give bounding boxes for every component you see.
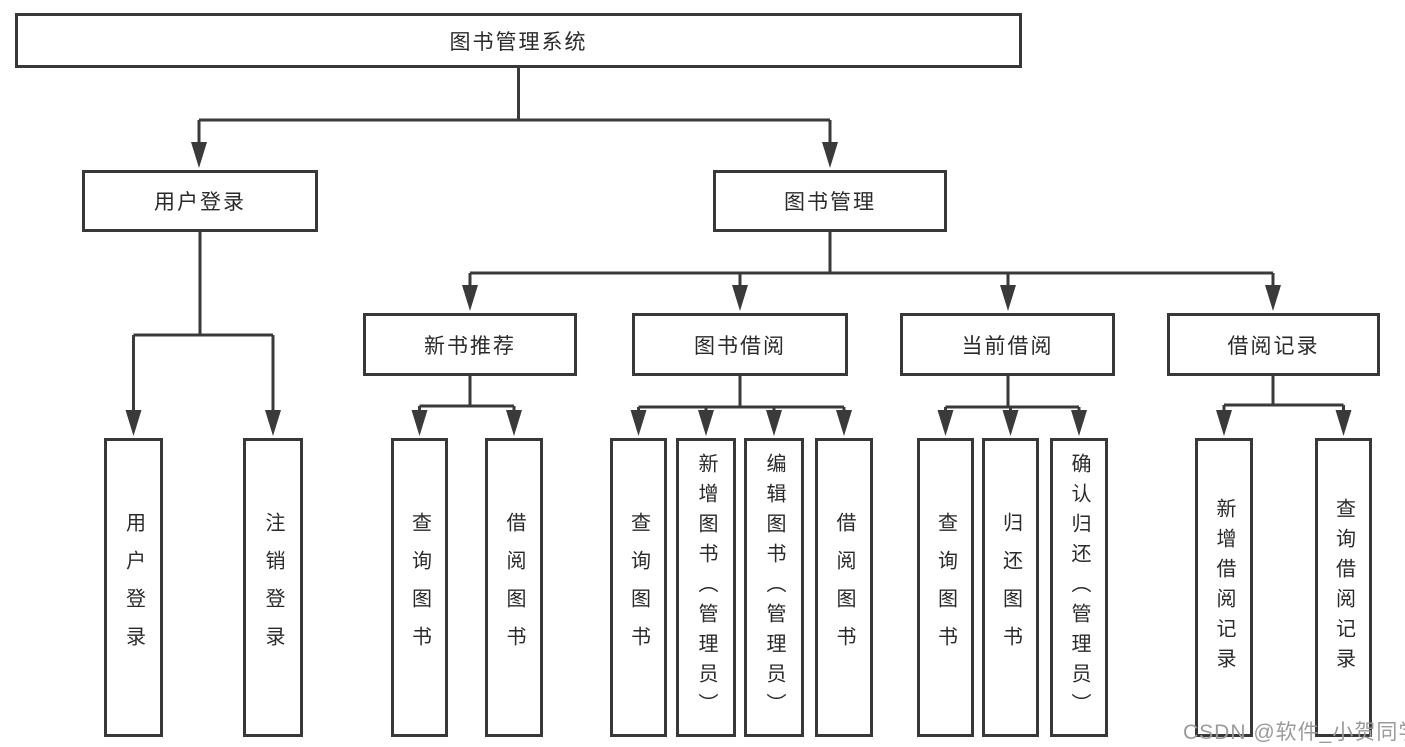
node-label: 图书借阅 [694,334,786,358]
node-label: 借阅图书 [503,511,525,664]
node-label: 查询图书 [408,511,431,664]
node-logout: 注销登录 [243,438,303,737]
node-current-borrowing: 当前借阅 [900,313,1115,376]
node-borrow-books-recommend: 借阅图书 [485,438,543,737]
node-borrowing-records: 借阅记录 [1167,313,1380,376]
node-label: 用户登录 [122,511,145,664]
node-query-books-borrowing: 查询图书 [610,438,667,737]
node-add-book-admin: 新增图书（管理员） [676,438,736,737]
node-label: 用户登录 [154,191,246,214]
node-label: 图书管理 [784,191,876,214]
node-book-management: 图书管理 [713,170,947,232]
node-add-borrow-record: 新增借阅记录 [1195,438,1253,737]
node-new-book-recommendation: 新书推荐 [363,313,577,376]
node-query-books-recommend: 查询图书 [391,438,448,737]
node-label: 新书推荐 [424,334,516,358]
node-borrow-books: 借阅图书 [815,438,873,737]
node-query-borrow-record: 查询借阅记录 [1315,438,1372,737]
node-label: 编辑图书（管理员） [763,452,785,723]
node-label: 查询借阅记录 [1332,497,1355,678]
node-confirm-return-admin: 确认归还（管理员） [1050,438,1108,737]
node-label: 查询图书 [627,511,650,664]
node-label: 图书管理系统 [449,30,588,54]
node-label: 新增图书（管理员） [695,452,717,723]
node-label: 当前借阅 [961,334,1054,358]
node-label: 借阅图书 [833,511,855,664]
node-user-login-leaf: 用户登录 [104,438,163,737]
node-label: 注销登录 [262,511,284,664]
node-edit-book-admin: 编辑图书（管理员） [744,438,804,737]
node-label: 借阅记录 [1227,334,1320,358]
node-label: 确认归还（管理员） [1068,452,1090,723]
node-library-management-system: 图书管理系统 [15,13,1022,68]
node-return-books: 归还图书 [982,438,1039,737]
csdn-watermark: CSDN @软件_小贺同学 [1183,721,1405,744]
node-label: 查询图书 [934,511,957,664]
node-book-borrowing: 图书借阅 [632,313,848,376]
node-user-login: 用户登录 [82,170,318,232]
node-label: 新增借阅记录 [1213,497,1235,678]
node-label: 归还图书 [999,511,1022,664]
node-query-books-current: 查询图书 [917,438,974,737]
